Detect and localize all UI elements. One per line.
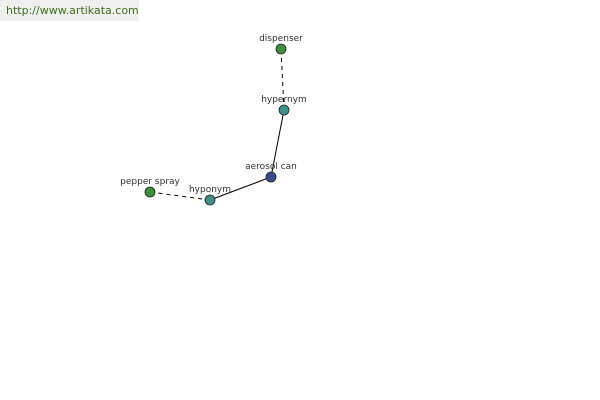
nodes-layer: dispenser hypernym aerosol can hyponym p… xyxy=(120,34,307,206)
node-label-dispenser: dispenser xyxy=(259,34,303,44)
source-url-banner[interactable]: http://www.artikata.com xyxy=(0,0,139,21)
node-hyponym[interactable]: hyponym xyxy=(189,185,231,206)
node-label-pepper-spray: pepper spray xyxy=(120,177,180,187)
edge-aerosol-can-to-hyponym xyxy=(209,176,272,201)
node-label-hypernym: hypernym xyxy=(261,95,307,105)
edges-layer xyxy=(149,48,285,201)
node-dispenser[interactable]: dispenser xyxy=(259,34,303,55)
node-pepper-spray[interactable]: pepper spray xyxy=(120,177,181,198)
node-aerosol-can[interactable]: aerosol can xyxy=(245,162,297,183)
node-hypernym[interactable]: hypernym xyxy=(261,95,307,116)
edge-hypernym-to-dispenser xyxy=(280,48,285,111)
node-label-hyponym: hyponym xyxy=(189,185,231,195)
edge-hyponym-to-pepper-spray xyxy=(149,191,211,201)
edge-aerosol-can-to-hypernym xyxy=(270,109,285,178)
node-label-aerosol-can: aerosol can xyxy=(245,162,297,172)
